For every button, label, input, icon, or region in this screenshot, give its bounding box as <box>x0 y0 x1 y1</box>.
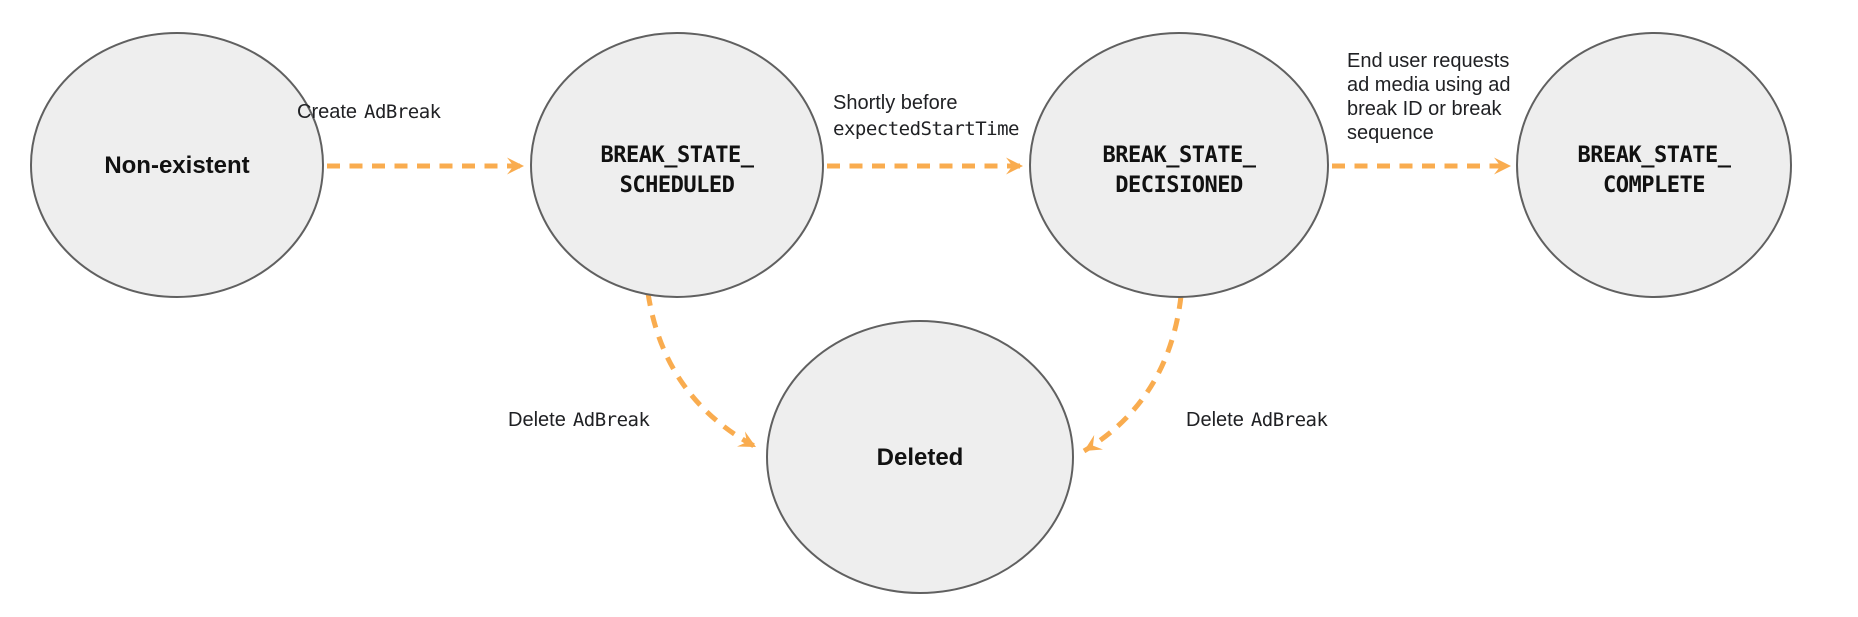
edge-label-create-code: AdBreak <box>364 101 442 123</box>
edge-label-delete-left: Delete AdBreak <box>508 409 650 431</box>
node-label-deleted: Deleted <box>877 444 964 471</box>
node-label-complete-line1: BREAK_STATE_ <box>1578 143 1732 168</box>
edge-label-delete-right-prefix: Delete <box>1186 409 1244 431</box>
node-break-state-scheduled <box>530 32 824 298</box>
node-deleted <box>766 320 1074 594</box>
edge-label-enduser-line3: break ID or break <box>1347 98 1503 120</box>
node-label-scheduled-line1: BREAK_STATE_ <box>601 143 755 168</box>
edge-label-create-prefix: Create <box>297 101 357 123</box>
edge-delete-adbreak-left <box>645 292 758 450</box>
edge-label-create-adbreak: Create AdBreak <box>297 101 442 123</box>
edge-label-enduser-line4: sequence <box>1347 122 1434 144</box>
node-label-decisioned-line1: BREAK_STATE_ <box>1103 143 1257 168</box>
node-break-state-complete <box>1516 32 1792 298</box>
edge-label-delete-right: Delete AdBreak <box>1186 409 1328 431</box>
edge-label-delete-left-code: AdBreak <box>573 409 651 431</box>
edge-label-shortly-line2: expectedStartTime <box>833 118 1019 140</box>
node-non-existent <box>30 32 324 298</box>
edge-label-delete-right-code: AdBreak <box>1251 409 1329 431</box>
node-label-complete-line2: COMPLETE <box>1603 173 1705 198</box>
edge-label-shortly-line1: Shortly before <box>833 92 958 114</box>
edge-delete-adbreak-right <box>1082 295 1184 454</box>
node-break-state-decisioned <box>1029 32 1329 298</box>
node-label-decisioned-line2: DECISIONED <box>1115 173 1243 198</box>
node-label-non-existent: Non-existent <box>104 152 249 179</box>
edge-label-enduser-line2: ad media using ad <box>1347 74 1510 96</box>
edge-label-enduser-line1: End user requests <box>1347 50 1509 72</box>
edge-label-delete-left-prefix: Delete <box>508 409 566 431</box>
node-label-scheduled-line2: SCHEDULED <box>620 173 735 198</box>
